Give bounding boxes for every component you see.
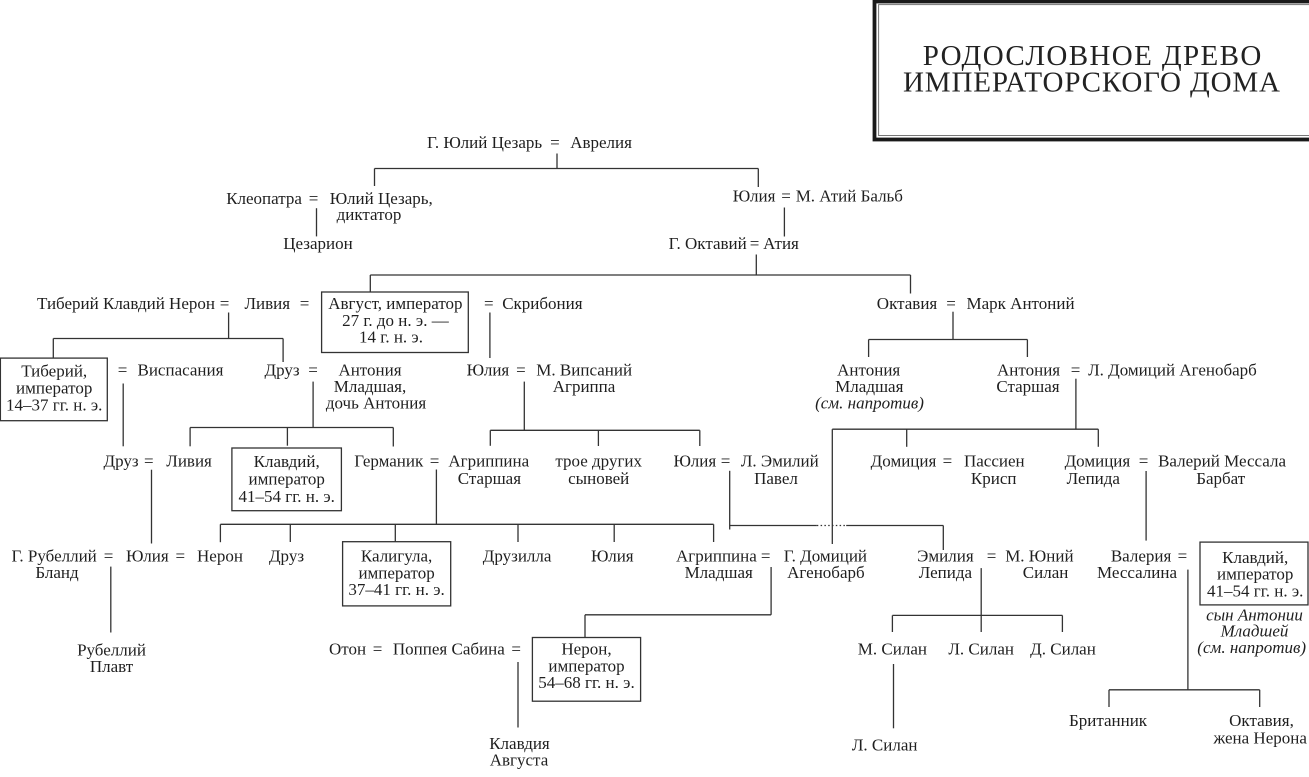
svg-text:Тиберий Клавдий Нерон: Тиберий Клавдий Нерон <box>37 294 215 313</box>
svg-text:=: = <box>308 361 318 380</box>
svg-text:=: = <box>750 234 760 253</box>
svg-text:диктатор: диктатор <box>337 205 402 224</box>
svg-text:трое других: трое других <box>555 452 642 471</box>
svg-text:Юлия: Юлия <box>591 547 634 566</box>
svg-text:=: = <box>987 547 997 566</box>
svg-text:Павел: Павел <box>754 469 798 488</box>
svg-text:=: = <box>1178 547 1188 566</box>
svg-text:=: = <box>176 547 186 566</box>
svg-text:Октавия,: Октавия, <box>1229 711 1294 730</box>
svg-text:(см. напротив): (см. напротив) <box>1197 638 1306 657</box>
svg-text:Бланд: Бланд <box>35 563 79 582</box>
svg-text:сыновей: сыновей <box>568 469 629 488</box>
svg-text:=: = <box>781 186 791 205</box>
svg-text:=: = <box>516 361 526 380</box>
svg-text:Октавия: Октавия <box>877 294 938 313</box>
svg-text:=: = <box>300 294 310 313</box>
svg-text:император: император <box>249 469 325 488</box>
svg-text:Августа: Августа <box>490 750 549 769</box>
svg-text:Г. Октавий: Г. Октавий <box>669 234 747 253</box>
svg-text:Барбат: Барбат <box>1196 469 1246 488</box>
svg-text:Младшая: Младшая <box>685 563 753 582</box>
svg-text:Л. Эмилий: Л. Эмилий <box>741 452 819 471</box>
svg-text:(см. напротив): (см. напротив) <box>815 394 924 413</box>
svg-text:Старшая: Старшая <box>996 377 1059 396</box>
svg-text:Поппея Сабина: Поппея Сабина <box>393 640 505 659</box>
svg-text:=: = <box>430 452 440 471</box>
svg-text:Атия: Атия <box>763 234 799 253</box>
svg-text:Ливия: Ливия <box>166 452 212 471</box>
svg-text:Друзилла: Друзилла <box>483 547 552 566</box>
svg-text:=: = <box>511 640 521 659</box>
svg-text:=: = <box>721 452 731 471</box>
svg-text:=: = <box>550 133 560 152</box>
svg-text:Мессалина: Мессалина <box>1097 563 1178 582</box>
svg-text:=: = <box>943 452 953 471</box>
svg-text:Скрибония: Скрибония <box>502 294 583 313</box>
svg-text:=: = <box>144 452 154 471</box>
svg-text:Л. Силан: Л. Силан <box>852 736 918 755</box>
svg-text:=: = <box>946 294 956 313</box>
svg-text:14 г. н. э.: 14 г. н. э. <box>359 328 423 347</box>
svg-text:Валерий Мессала: Валерий Мессала <box>1158 452 1286 471</box>
svg-text:Ливия: Ливия <box>245 294 291 313</box>
svg-text:Юлия: Юлия <box>467 361 510 380</box>
svg-text:жена Нерона: жена Нерона <box>1212 728 1307 747</box>
svg-text:ИМПЕРАТОРСКОГО ДОМА: ИМПЕРАТОРСКОГО ДОМА <box>903 66 1280 98</box>
svg-text:=: = <box>1071 361 1081 380</box>
svg-text:Агриппина: Агриппина <box>448 452 529 471</box>
svg-text:Лепида: Лепида <box>1067 469 1121 488</box>
svg-text:54–68 гг. н. э.: 54–68 гг. н. э. <box>538 673 634 692</box>
svg-text:М. Атий Бальб: М. Атий Бальб <box>796 186 903 205</box>
svg-text:Друз: Друз <box>104 452 139 471</box>
svg-text:Л. Домиций Агенобарб: Л. Домиций Агенобарб <box>1088 361 1257 380</box>
svg-text:Юлия: Юлия <box>126 547 169 566</box>
svg-text:41–54 гг. н. э.: 41–54 гг. н. э. <box>238 487 334 506</box>
svg-text:Домиция: Домиция <box>871 452 937 471</box>
svg-text:Лепида: Лепида <box>919 563 973 582</box>
svg-text:Аврелия: Аврелия <box>570 133 632 152</box>
svg-text:14–37 гг. н. э.: 14–37 гг. н. э. <box>6 395 102 414</box>
svg-text:Отон: Отон <box>329 640 366 659</box>
svg-text:=: = <box>373 640 383 659</box>
svg-text:=: = <box>484 294 494 313</box>
svg-text:Марк Антоний: Марк Антоний <box>967 294 1075 313</box>
svg-text:=: = <box>1139 452 1149 471</box>
svg-text:Д. Силан: Д. Силан <box>1030 640 1096 659</box>
svg-text:дочь Антония: дочь Антония <box>326 394 427 413</box>
svg-text:Агриппа: Агриппа <box>553 377 616 396</box>
svg-text:Друз: Друз <box>265 361 300 380</box>
svg-text:41–54 гг. н. э.: 41–54 гг. н. э. <box>1207 581 1303 600</box>
svg-text:=: = <box>761 547 771 566</box>
svg-text:=: = <box>104 547 114 566</box>
svg-text:=: = <box>118 361 128 380</box>
svg-text:Клеопатра: Клеопатра <box>226 189 302 208</box>
svg-text:Цезарион: Цезарион <box>283 234 353 253</box>
svg-text:Друз: Друз <box>269 547 304 566</box>
svg-text:Юлия: Юлия <box>733 186 776 205</box>
svg-text:Агенобарб: Агенобарб <box>787 563 865 582</box>
svg-text:=: = <box>309 189 319 208</box>
svg-text:Нерон: Нерон <box>197 547 243 566</box>
svg-text:Германик: Германик <box>354 452 424 471</box>
svg-text:Старшая: Старшая <box>458 469 521 488</box>
svg-text:Британник: Британник <box>1069 711 1148 730</box>
svg-text:37–41 гг. н. э.: 37–41 гг. н. э. <box>348 580 444 599</box>
svg-text:Домиция: Домиция <box>1065 452 1131 471</box>
svg-text:Пассиен: Пассиен <box>964 452 1025 471</box>
svg-text:Г. Юлий Цезарь: Г. Юлий Цезарь <box>427 133 542 152</box>
svg-text:=: = <box>220 294 230 313</box>
svg-text:Клавдий,: Клавдий, <box>254 452 320 471</box>
svg-text:Виспасания: Виспасания <box>138 361 224 380</box>
svg-text:Л. Силан: Л. Силан <box>948 640 1014 659</box>
svg-text:М. Силан: М. Силан <box>858 640 927 659</box>
svg-text:Силан: Силан <box>1023 563 1069 582</box>
svg-text:Плавт: Плавт <box>90 657 134 676</box>
svg-text:Юлия: Юлия <box>674 452 717 471</box>
svg-text:Крисп: Крисп <box>971 469 1017 488</box>
